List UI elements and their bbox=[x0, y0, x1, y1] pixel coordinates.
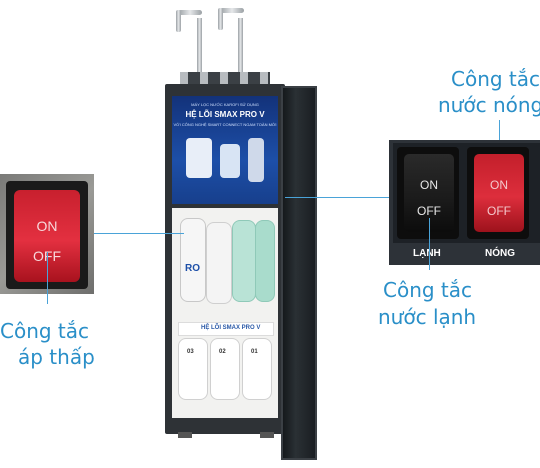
lower-filter-1: 01 bbox=[242, 338, 272, 400]
rack-title-bar: HỆ LÕI SMAX PRO V bbox=[178, 322, 274, 336]
mint-filter bbox=[232, 220, 256, 302]
mint-filter bbox=[255, 220, 275, 302]
poster-filter-image bbox=[220, 144, 240, 178]
cold-panel-label: LẠNH bbox=[413, 248, 441, 259]
hot-water-switch[interactable]: ON OFF bbox=[474, 154, 524, 232]
filter-number: 03 bbox=[187, 349, 194, 355]
product-poster: MÁY LỌC NƯỚC KAROFI SỬ DỤNG HỆ LÕI SMAX … bbox=[172, 96, 278, 204]
switch-off-label: OFF bbox=[487, 204, 511, 218]
ro-label: RO bbox=[185, 263, 200, 274]
rack-title: HỆ LÕI SMAX PRO V bbox=[201, 325, 261, 331]
poster-filter-image bbox=[186, 138, 212, 178]
ro-filter: RO bbox=[180, 218, 206, 302]
cabinet-foot bbox=[260, 432, 274, 438]
switch-off-label: OFF bbox=[417, 204, 441, 218]
poster-title: HỆ LÕI SMAX PRO V bbox=[185, 110, 265, 119]
cabinet-foot bbox=[178, 432, 192, 438]
switch-on-label: ON bbox=[490, 178, 508, 192]
poster-filter-image bbox=[248, 138, 264, 182]
low-pressure-leader-v bbox=[47, 252, 48, 304]
poster-top-text: MÁY LỌC NƯỚC KAROFI SỬ DỤNG bbox=[191, 102, 259, 107]
faucet-left-pipe bbox=[197, 18, 202, 84]
cold-switch-callout-line2: nước lạnh bbox=[378, 305, 477, 329]
faucet-bases bbox=[180, 72, 270, 84]
hot-switch-callout-line2: nước nóng bbox=[438, 93, 540, 117]
faucet-left-spout bbox=[176, 10, 181, 32]
filter-number: 02 bbox=[219, 349, 226, 355]
faucet-left-top bbox=[178, 10, 202, 15]
switch-on-label: ON bbox=[36, 218, 58, 234]
switch-on-label: ON bbox=[420, 178, 438, 192]
faucet-right-pipe bbox=[238, 18, 243, 84]
filter-number: 01 bbox=[251, 349, 258, 355]
low-pressure-callout-line1: Công tắc bbox=[0, 319, 90, 343]
lower-filter-3: 03 bbox=[178, 338, 208, 400]
cabinet-door bbox=[281, 86, 317, 460]
poster-subtitle: VỚI CÔNG NGHỆ SMART CONNECT NGAM TOÀN MỚ… bbox=[173, 122, 277, 127]
switch-panel-leader-h bbox=[285, 197, 389, 198]
hot-panel-label: NÓNG bbox=[485, 248, 515, 259]
lower-filter-2: 02 bbox=[210, 338, 240, 400]
cold-switch-leader bbox=[429, 218, 430, 270]
faucet-right-spout bbox=[218, 8, 223, 30]
faucet-right-top bbox=[220, 8, 244, 13]
hot-switch-callout-line1: Công tắc bbox=[451, 67, 540, 91]
cold-switch-callout-line1: Công tắc bbox=[383, 278, 473, 302]
white-filter bbox=[206, 222, 232, 304]
low-pressure-callout-line2: áp thấp bbox=[18, 345, 95, 369]
low-pressure-leader-h bbox=[94, 233, 184, 234]
